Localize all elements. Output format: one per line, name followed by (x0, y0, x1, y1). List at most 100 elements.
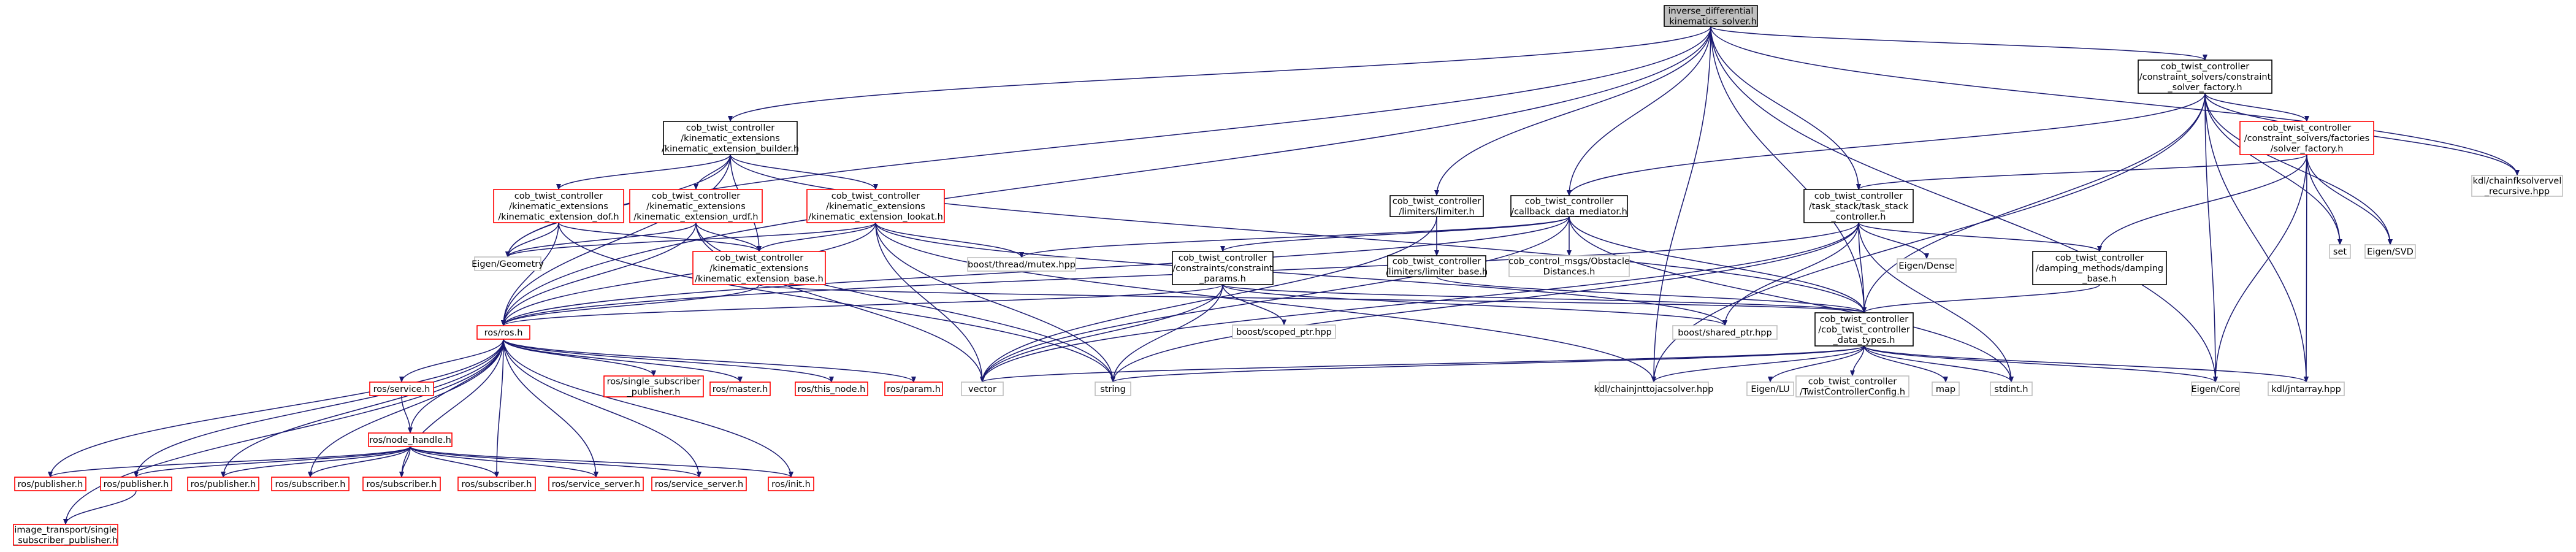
edge-types-to-jntarr (1863, 345, 2309, 383)
node-label: stdint.h (1994, 385, 2028, 394)
node-service[interactable]: ros/service.h (369, 381, 434, 396)
node-box (1599, 381, 1709, 396)
node-ceb[interactable]: cob_twist_controller/kinematic_extension… (662, 121, 799, 155)
node-jntarr[interactable]: kdl/jntarray.hpp (2268, 381, 2345, 396)
node-label: /kinematic_extensions (681, 134, 780, 144)
edge-solfac-to-set (2306, 154, 2342, 245)
edge-lookat-to-keb (757, 222, 876, 252)
node-box (2138, 59, 2272, 94)
edge-root-to-limiter (1434, 26, 1711, 196)
edge-lookat-to-string (875, 222, 1115, 383)
node-pub1[interactable]: ros/publisher.h (14, 477, 86, 491)
edge-ceb-to-urdf (694, 154, 731, 190)
node-root[interactable]: inverse_differential_kinematics_solver.h (1664, 5, 1758, 27)
node-limiter[interactable]: cob_twist_controller/limiters/limiter.h (1389, 195, 1484, 217)
node-sub3[interactable]: ros/subscriber.h (457, 477, 536, 491)
node-box (187, 477, 259, 491)
edge-lookat-to-mutex (875, 222, 1024, 258)
node-box (768, 477, 814, 491)
edge-rosh-to-param (503, 339, 916, 383)
node-tst[interactable]: cob_twist_controller/task_stack/task_sta… (1803, 189, 1914, 223)
edge-tst-to-shared (1722, 222, 1859, 326)
node-sub2[interactable]: ros/subscriber.h (362, 477, 441, 491)
node-label: ros/this_node.h (798, 385, 866, 394)
node-ccp[interactable]: cob_twist_controller/constraints/constra… (1172, 251, 1274, 285)
edge-types-to-kdljnt (1651, 345, 1865, 383)
node-thisnode[interactable]: ros/this_node.h (795, 381, 868, 396)
node-label: Eigen/LU (1751, 385, 1789, 394)
node-stdint[interactable]: stdint.h (1990, 381, 2033, 396)
edge-dof-to-rosh (501, 222, 559, 326)
node-pub2[interactable]: ros/publisher.h (100, 477, 172, 491)
node-csf[interactable]: cob_twist_controller/constraint_solvers/… (2138, 59, 2272, 94)
node-box (1508, 255, 1630, 277)
edge-nodeh-to-sub3 (410, 446, 499, 478)
node-label: _base.h (2082, 274, 2117, 284)
node-string[interactable]: string (1095, 381, 1131, 396)
edge-limiter-to-vector (980, 216, 1437, 383)
node-cdm[interactable]: cob_twist_controller/callback_data_media… (1510, 195, 1628, 217)
node-imgt[interactable]: image_transport/single_subscriber_publis… (13, 524, 118, 546)
node-box (795, 381, 868, 396)
node-label: ros/node_handle.h (369, 435, 451, 445)
node-types[interactable]: cob_twist_controller/cob_twist_controlle… (1814, 312, 1914, 347)
node-kdljnt[interactable]: kdl/chainjnttojacsolver.hpp (1594, 381, 1714, 396)
node-label: kdl/chainjnttojacsolver.hpp (1594, 385, 1714, 394)
node-label: ros/publisher.h (104, 480, 169, 489)
node-label: /kinematic_extension_base.h (695, 274, 824, 284)
node-box (369, 381, 434, 396)
node-srv2[interactable]: ros/service_server.h (651, 477, 747, 491)
node-master[interactable]: ros/master.h (709, 381, 771, 396)
edge-solfac-to-jntarr (2304, 154, 2309, 383)
node-limbase[interactable]: cob_twist_controller/limiters/limiter_ba… (1386, 255, 1488, 277)
node-keb[interactable]: cob_twist_controller/kinematic_extension… (692, 251, 826, 285)
edge-csf-to-jntarr (2204, 93, 2309, 383)
node-singlesub[interactable]: ros/single_subscriber_publisher.h (603, 375, 704, 397)
edge-root-to-tst (1710, 26, 1861, 190)
node-nodeh[interactable]: ros/node_handle.h (368, 432, 453, 447)
edge-ccp-to-shared (1222, 284, 1727, 326)
node-eiglu[interactable]: Eigen/LU (1746, 381, 1794, 396)
node-box (2032, 251, 2167, 285)
node-damp[interactable]: cob_twist_controller/damping_methods/dam… (2032, 251, 2167, 285)
edge-rosh-to-imgt (63, 339, 504, 525)
edge-root-to-kdlvel (1710, 26, 2520, 176)
node-urdf[interactable]: cob_twist_controller/kinematic_extension… (629, 189, 763, 223)
node-solfac[interactable]: cob_twist_controller/constraint_solvers/… (2239, 121, 2374, 155)
node-label: cob_control_msgs/Obstacle (1508, 257, 1630, 267)
node-label: cob_twist_controller (2161, 62, 2250, 72)
node-box (692, 251, 826, 285)
node-tcc[interactable]: cob_twist_controller/TwistControllerConf… (1795, 375, 1909, 397)
node-sub1[interactable]: ros/subscriber.h (271, 477, 350, 491)
node-param[interactable]: ros/param.h (884, 381, 943, 396)
node-lookat[interactable]: cob_twist_controller/kinematic_extension… (806, 189, 945, 223)
node-shared[interactable]: boost/shared_ptr.hpp (1672, 325, 1778, 340)
node-rosh[interactable]: ros/ros.h (476, 325, 530, 340)
node-label: ros/ros.h (484, 328, 523, 338)
node-box (2329, 244, 2351, 259)
node-set[interactable]: set (2329, 244, 2351, 259)
edge-ceb-to-rosh (501, 154, 731, 326)
node-mutex[interactable]: boost/thread/mutex.hpp (967, 257, 1076, 272)
node-box (2268, 381, 2345, 396)
node-pub3[interactable]: ros/publisher.h (187, 477, 259, 491)
node-dof[interactable]: cob_twist_controller/kinematic_extension… (493, 189, 624, 223)
edge-root-to-types (1710, 26, 1867, 313)
node-eigcore[interactable]: Eigen/Core (2191, 381, 2240, 396)
node-label: Eigen/Geometry (472, 259, 544, 269)
node-box (1932, 381, 1960, 396)
node-map[interactable]: map (1932, 381, 1960, 396)
node-init[interactable]: ros/init.h (768, 477, 814, 491)
node-eigdense[interactable]: Eigen/Dense (1897, 258, 1957, 273)
node-srv1[interactable]: ros/service_server.h (548, 477, 644, 491)
node-kdlvel[interactable]: kdl/chainfksolvervel_recursive.hpp (2471, 175, 2563, 197)
node-eigsvd[interactable]: Eigen/SVD (2364, 244, 2416, 259)
node-vector[interactable]: vector (961, 381, 1004, 396)
node-eiggeo[interactable]: Eigen/Geometry (472, 256, 544, 271)
edge-types-to-eiglu (1768, 345, 1865, 383)
edge-tst-to-damp (1858, 222, 2102, 252)
node-scoped[interactable]: boost/scoped_ptr.hpp (1232, 324, 1336, 339)
node-label: _controller.h (1831, 212, 1886, 222)
edge-nodeh-to-pub1 (48, 446, 411, 478)
